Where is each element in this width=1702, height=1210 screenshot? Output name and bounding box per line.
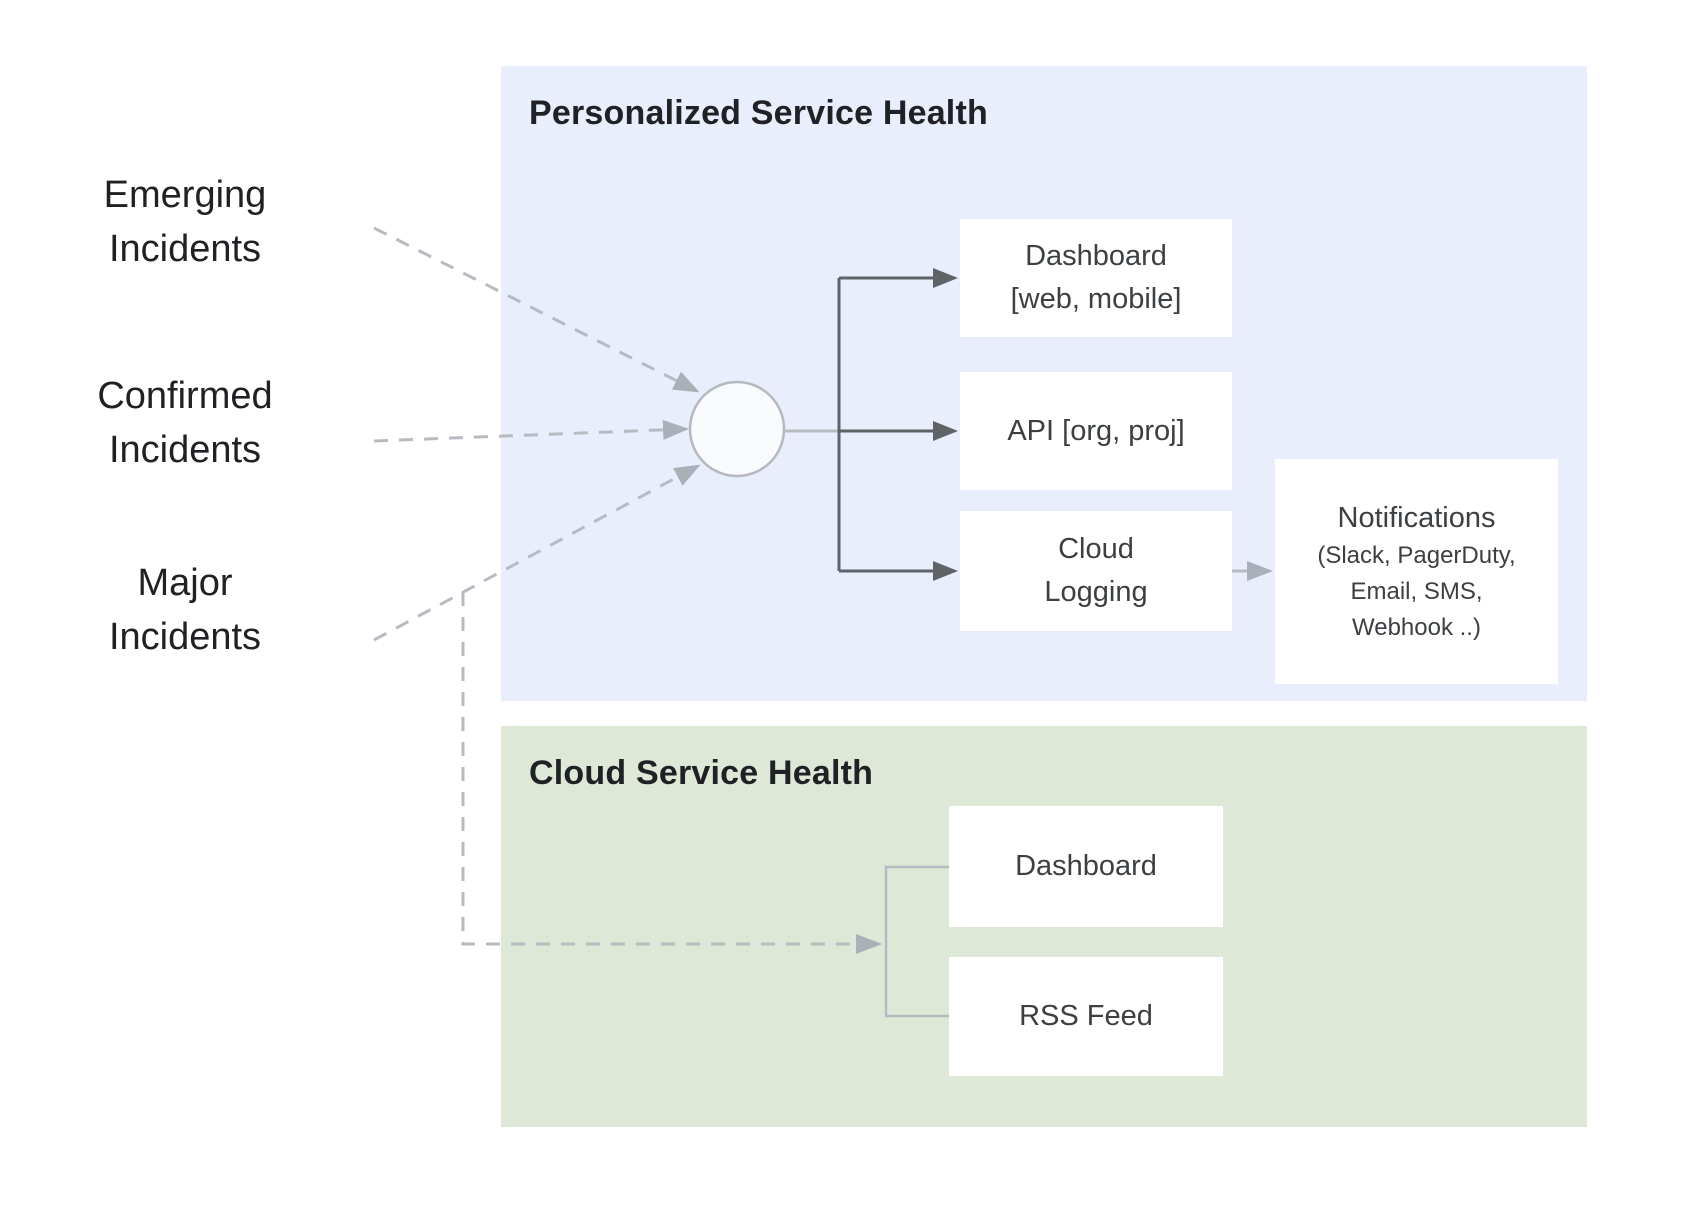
- rss-feed-line1: RSS Feed: [1019, 1000, 1153, 1032]
- node-cloud-logging: Cloud Logging: [960, 511, 1232, 631]
- node-dashboard-web-mobile: Dashboard [web, mobile]: [960, 219, 1232, 337]
- confirmed-line1: Confirmed: [97, 375, 273, 417]
- node-notifications: Notifications (Slack, PagerDuty, Email, …: [1275, 459, 1558, 684]
- notifications-sub3: Webhook ..): [1352, 613, 1481, 641]
- cloud-dashboard-line1: Dashboard: [1015, 850, 1157, 882]
- cloud-panel-title: Cloud Service Health: [529, 754, 874, 792]
- notifications-title: Notifications: [1337, 501, 1496, 534]
- dashboard-web-line1: Dashboard: [1025, 240, 1167, 272]
- confirmed-line2: Incidents: [108, 429, 262, 471]
- major-line1: Major: [137, 562, 233, 604]
- node-cloud-dashboard: Dashboard: [949, 806, 1223, 927]
- cloud-logging-line1: Cloud: [1058, 533, 1134, 565]
- incident-source-major: Major Incidents: [25, 556, 345, 664]
- notifications-sub1: (Slack, PagerDuty,: [1317, 541, 1516, 569]
- emerging-line2: Incidents: [108, 228, 262, 270]
- incident-source-emerging: Emerging Incidents: [25, 168, 345, 276]
- dashboard-web-line2: [web, mobile]: [1010, 283, 1182, 315]
- personalized-panel-title: Personalized Service Health: [529, 94, 988, 132]
- api-line1: API [org, proj]: [1007, 414, 1185, 447]
- node-rss-feed: RSS Feed: [949, 957, 1223, 1076]
- notifications-sub2: Email, SMS,: [1350, 577, 1483, 605]
- emerging-line1: Emerging: [103, 174, 267, 216]
- incident-source-confirmed: Confirmed Incidents: [25, 369, 345, 477]
- major-line2: Incidents: [108, 616, 262, 658]
- node-api: API [org, proj]: [960, 372, 1232, 490]
- cloud-logging-line2: Logging: [1044, 576, 1148, 608]
